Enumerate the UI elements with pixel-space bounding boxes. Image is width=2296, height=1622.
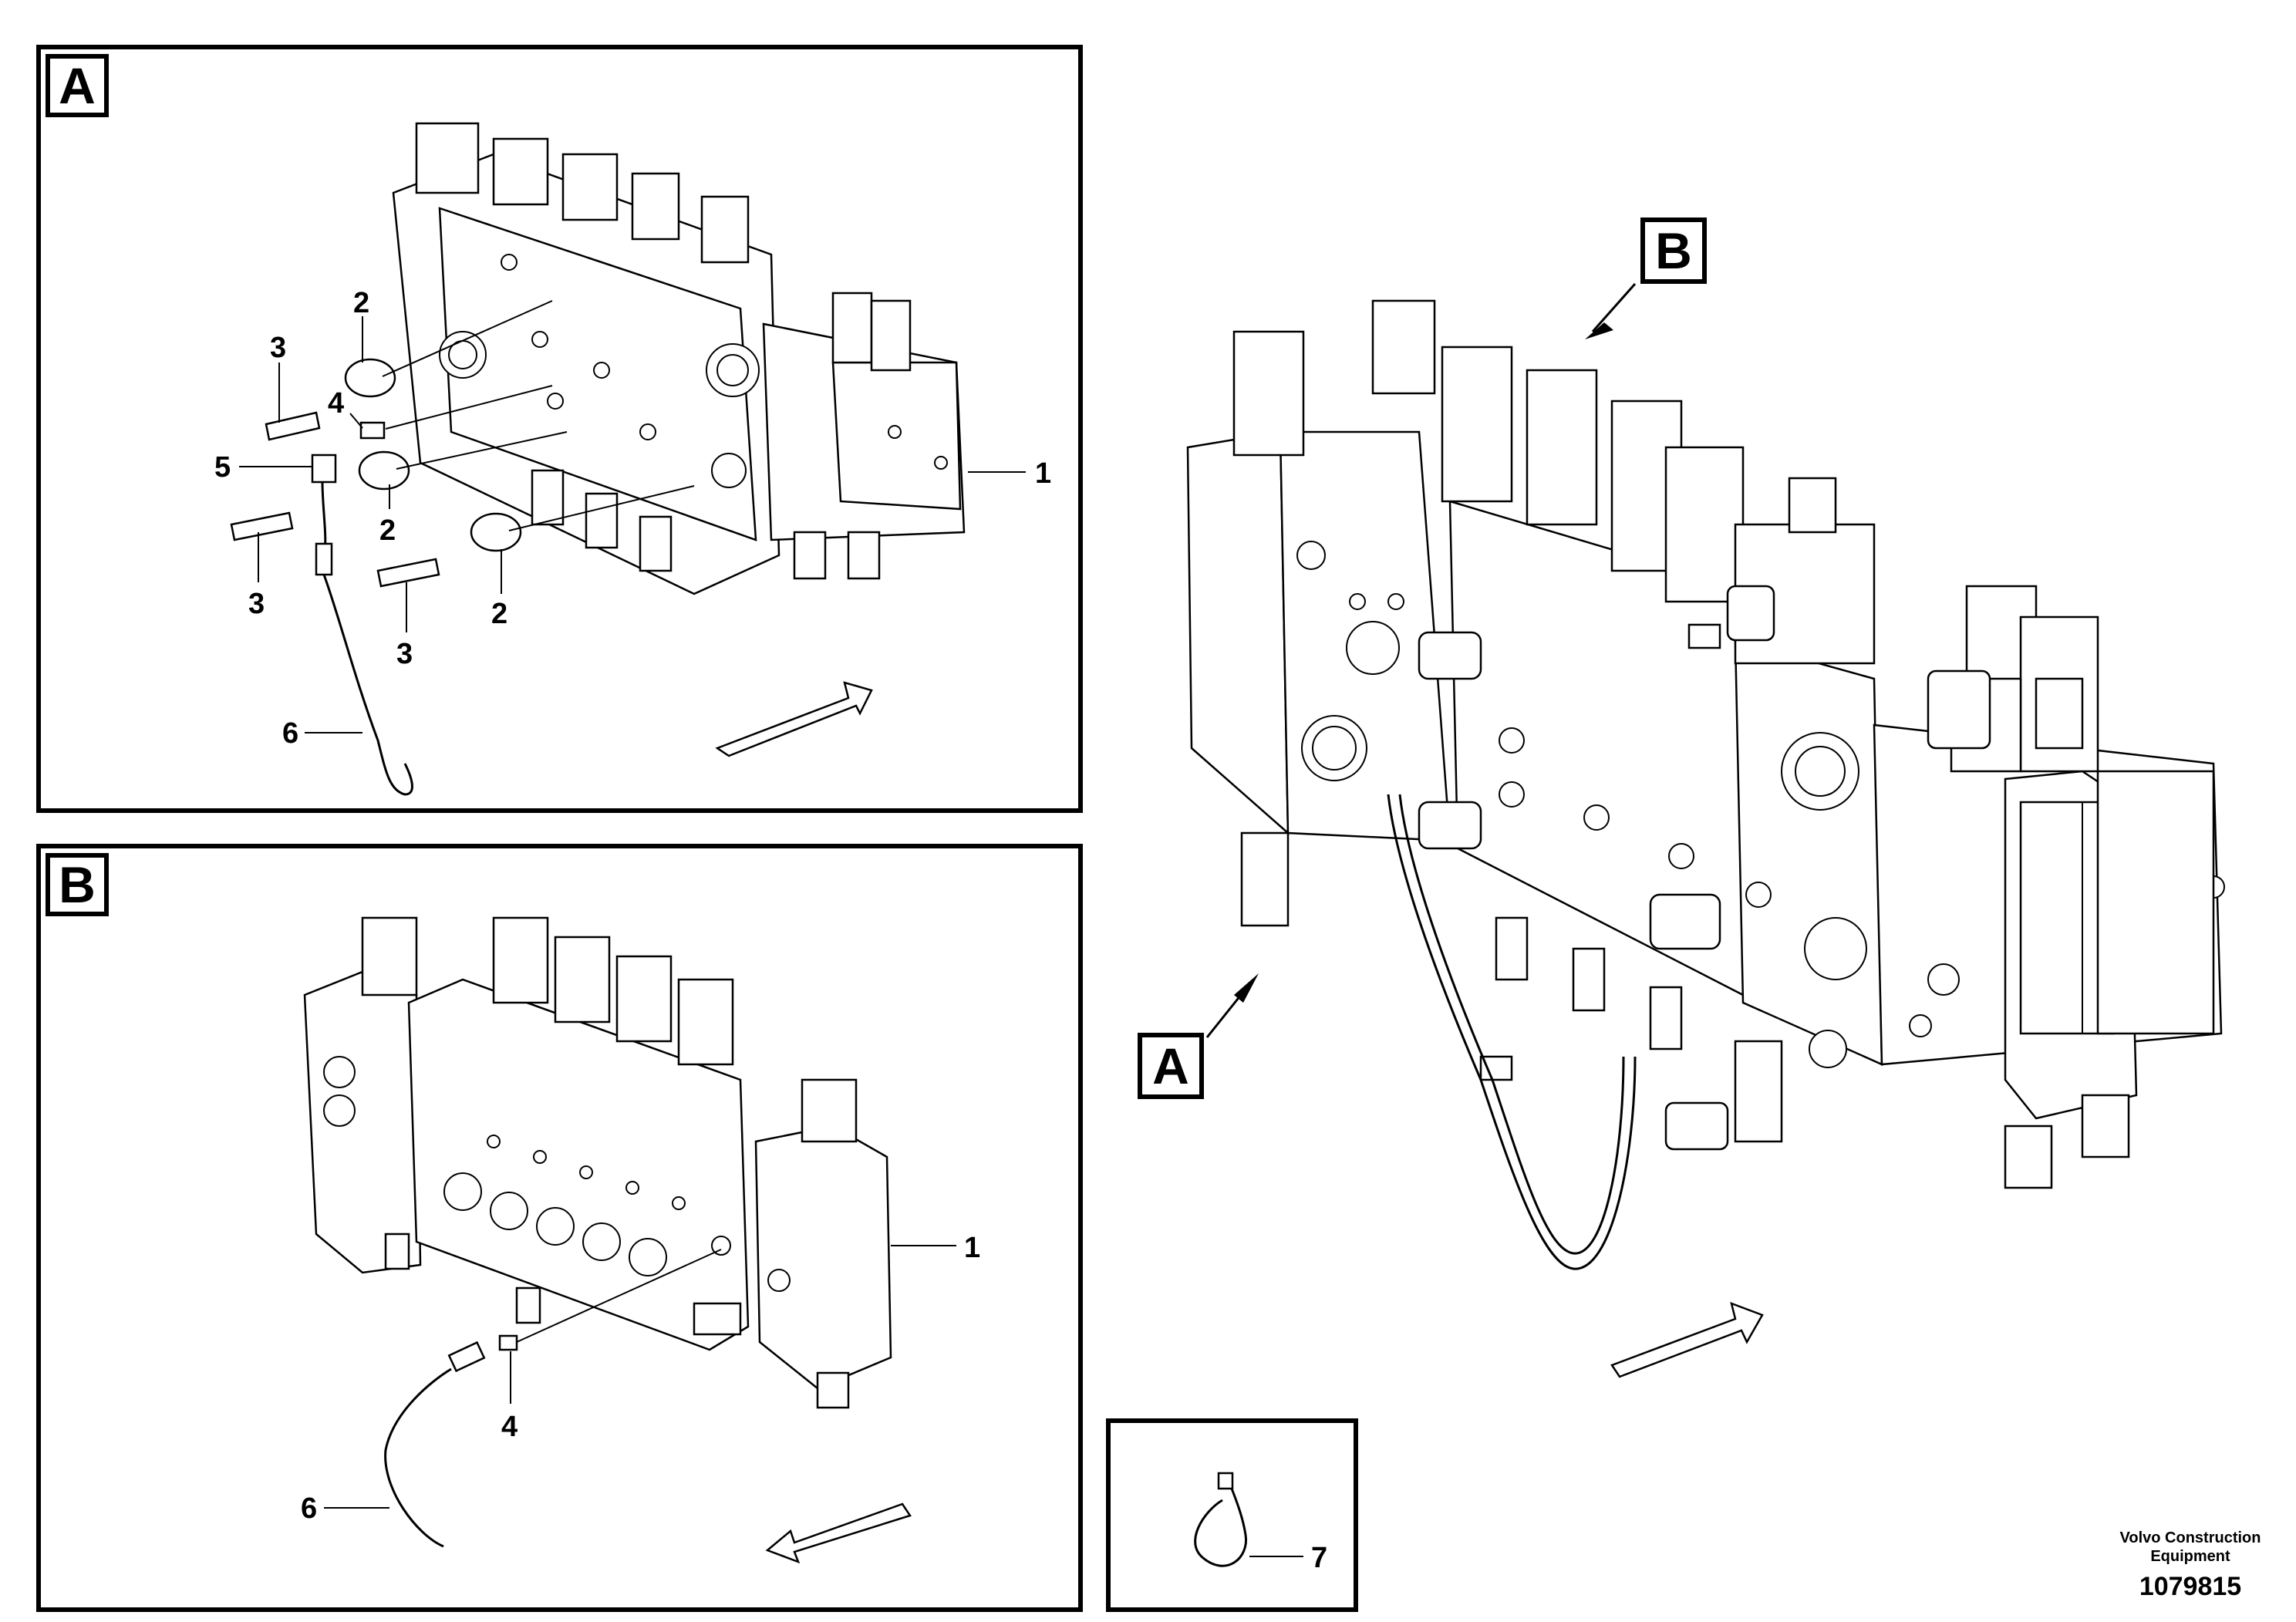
hose-6-main xyxy=(1387,794,1637,1270)
hose-6-b xyxy=(384,1367,452,1548)
hose-6 xyxy=(322,574,413,796)
panel-a-label: A xyxy=(59,57,96,114)
main-view: B A xyxy=(1138,218,2225,1378)
panel-a-frame xyxy=(36,45,1083,813)
panel-b-frame xyxy=(36,844,1083,1612)
callout-7: 7 xyxy=(1311,1542,1327,1574)
callouts-b: 1 4 6 xyxy=(301,1232,980,1525)
direction-arrow-a xyxy=(715,681,873,757)
callout-b-4: 4 xyxy=(501,1411,518,1443)
spacer-2-upper xyxy=(344,358,396,398)
callout-b-1: 1 xyxy=(964,1232,980,1264)
panel-b-label: B xyxy=(59,856,96,913)
tie-strap-7 xyxy=(1194,1484,1248,1567)
panel-a-label-box xyxy=(46,54,109,117)
bolt-3-left xyxy=(230,511,294,541)
control-valve-main xyxy=(1186,299,2225,1189)
main-label-b-box xyxy=(1640,218,1707,284)
panel-b: B xyxy=(36,844,1083,1612)
bolt-3-upper xyxy=(265,411,321,441)
brand-line-2: Equipment xyxy=(2150,1548,2230,1565)
brand-line-1: Volvo Construction xyxy=(2120,1529,2261,1546)
control-valve-a xyxy=(392,122,966,595)
callout-a-5: 5 xyxy=(214,451,231,484)
callout-a-4: 4 xyxy=(328,387,344,420)
control-valve-b xyxy=(303,916,892,1409)
elbow-5 xyxy=(311,454,337,484)
footer: Volvo Construction Equipment 1079815 xyxy=(2120,1529,2261,1601)
callouts-a: 1 2 2 2 3 3 3 4 5 6 xyxy=(214,287,1051,750)
main-label-b: B xyxy=(1655,222,1692,279)
callout-a-3-left: 3 xyxy=(248,588,265,620)
spacer-2-middle xyxy=(358,450,410,491)
callout-a-3-upper: 3 xyxy=(270,332,286,364)
parts-a xyxy=(230,300,695,796)
panel-a: A xyxy=(36,45,1083,813)
callout-a-2-upper: 2 xyxy=(353,287,369,319)
callout-a-6: 6 xyxy=(282,717,298,750)
detail-box: 7 xyxy=(1106,1418,1358,1612)
spacer-2-lower xyxy=(470,512,522,552)
document-number: 1079815 xyxy=(2139,1572,2241,1601)
callout-a-1: 1 xyxy=(1035,457,1051,490)
callout-a-2-middle: 2 xyxy=(379,514,396,547)
parts-b xyxy=(384,1249,722,1548)
detail-frame xyxy=(1106,1418,1358,1612)
main-label-a: A xyxy=(1152,1037,1189,1094)
main-label-a-box xyxy=(1138,1033,1204,1099)
direction-arrow-main xyxy=(1610,1301,1764,1378)
nipple-4 xyxy=(359,421,386,440)
nipple-4-b xyxy=(498,1334,518,1351)
callout-b-6: 6 xyxy=(301,1492,317,1525)
panel-b-label-box xyxy=(46,853,109,916)
callout-a-3-lower: 3 xyxy=(396,638,413,670)
callout-a-2-lower: 2 xyxy=(491,598,507,630)
bolt-3-lower xyxy=(376,558,440,588)
direction-arrow-b xyxy=(765,1502,912,1564)
